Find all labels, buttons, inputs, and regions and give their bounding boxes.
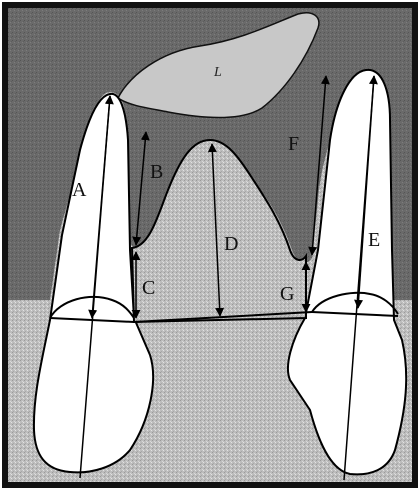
label-a: A (72, 179, 87, 201)
label-c: C (142, 277, 155, 299)
label-d: D (224, 233, 238, 255)
label-mark: L (213, 65, 222, 80)
label-g: G (280, 283, 294, 305)
label-e: E (368, 229, 380, 251)
label-b: B (150, 161, 163, 183)
label-f: F (288, 133, 299, 155)
